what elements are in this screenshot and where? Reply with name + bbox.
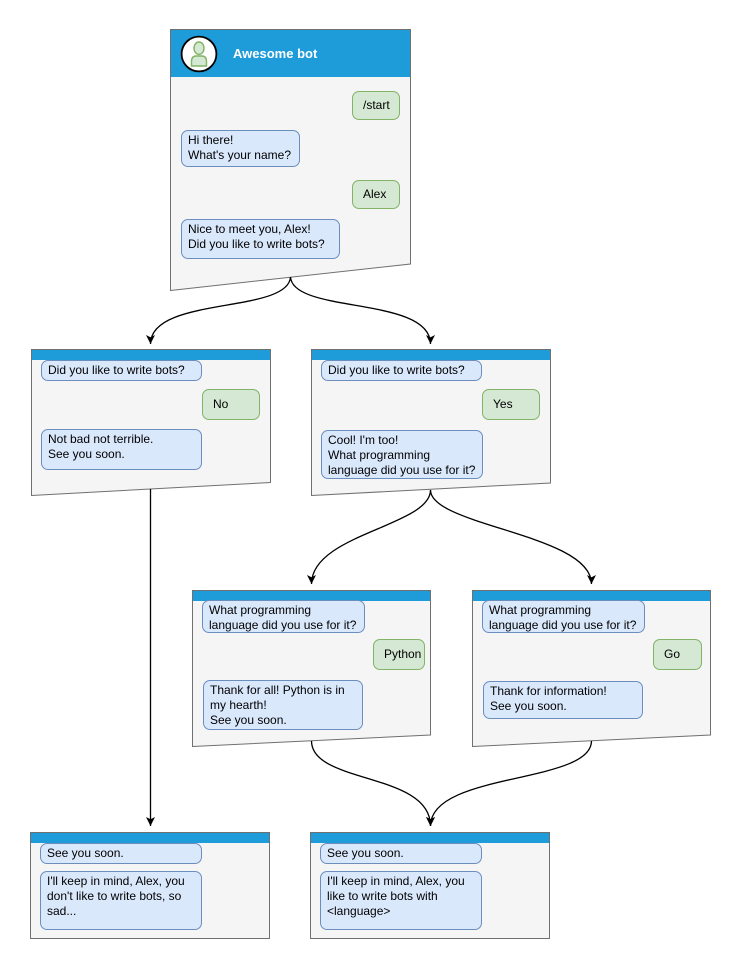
bot-message-bubble: Did you like to write bots?	[41, 360, 202, 381]
edge-branch-yes-to-python	[307, 489, 432, 585]
user-message-bubble: Go	[653, 639, 702, 670]
user-message-bubble: Alex	[352, 180, 400, 209]
chat-window-branch-no: Did you like to write bots? No Not bad n…	[31, 349, 271, 496]
bot-message-bubble: Did you like to write bots?	[321, 360, 482, 381]
chat-window-start: Awesome bot /start Hi there! What's your…	[170, 29, 411, 291]
bot-message-bubble: See you soon.	[320, 843, 482, 864]
user-message-bubble: Yes	[482, 389, 540, 420]
user-message-bubble: Python	[373, 639, 425, 670]
bot-message-bubble: What programming language did you use fo…	[202, 600, 365, 633]
window-titlebar	[311, 833, 549, 843]
window-titlebar	[193, 591, 430, 601]
bot-message-bubble: Thank for all! Python is in my hearth! S…	[203, 680, 363, 730]
window-titlebar	[32, 350, 270, 360]
window-titlebar: Awesome bot	[171, 30, 410, 77]
bot-name: Awesome bot	[233, 46, 318, 61]
chat-window-end-negative: See you soon. I'll keep in mind, Alex, y…	[30, 832, 270, 939]
bot-avatar-icon	[180, 35, 218, 72]
chat-window-go: What programming language did you use fo…	[472, 590, 711, 747]
window-titlebar	[31, 833, 269, 843]
bot-message-bubble: Thank for information! See you soon.	[483, 681, 643, 719]
edge-go-to-end-positive	[426, 740, 593, 827]
edge-python-to-end-positive	[310, 740, 435, 827]
chat-window-end-positive: See you soon. I'll keep in mind, Alex, y…	[310, 832, 550, 939]
bot-message-bubble: Hi there! What's your name?	[181, 130, 300, 167]
bot-message-bubble: See you soon.	[40, 843, 202, 864]
user-message-bubble: No	[202, 389, 260, 420]
window-titlebar	[312, 350, 550, 360]
bot-message-bubble: Not bad not terrible. See you soon.	[41, 429, 202, 470]
bot-message-bubble: I'll keep in mind, Alex, you don't like …	[40, 871, 202, 930]
bot-message-bubble: What programming language did you use fo…	[482, 600, 645, 633]
chat-window-branch-yes: Did you like to write bots? Yes Cool! I'…	[311, 349, 551, 496]
edge-branch-yes-to-go	[429, 489, 596, 585]
bot-message-bubble: Cool! I'm too! What programming language…	[321, 430, 483, 479]
chat-window-python: What programming language did you use fo…	[192, 590, 431, 747]
user-message-bubble: /start	[352, 91, 400, 120]
window-titlebar	[473, 591, 710, 601]
bot-message-bubble: Nice to meet you, Alex! Did you like to …	[181, 219, 340, 259]
bot-message-bubble: I'll keep in mind, Alex, you like to wri…	[320, 871, 482, 930]
person-icon	[190, 40, 208, 67]
